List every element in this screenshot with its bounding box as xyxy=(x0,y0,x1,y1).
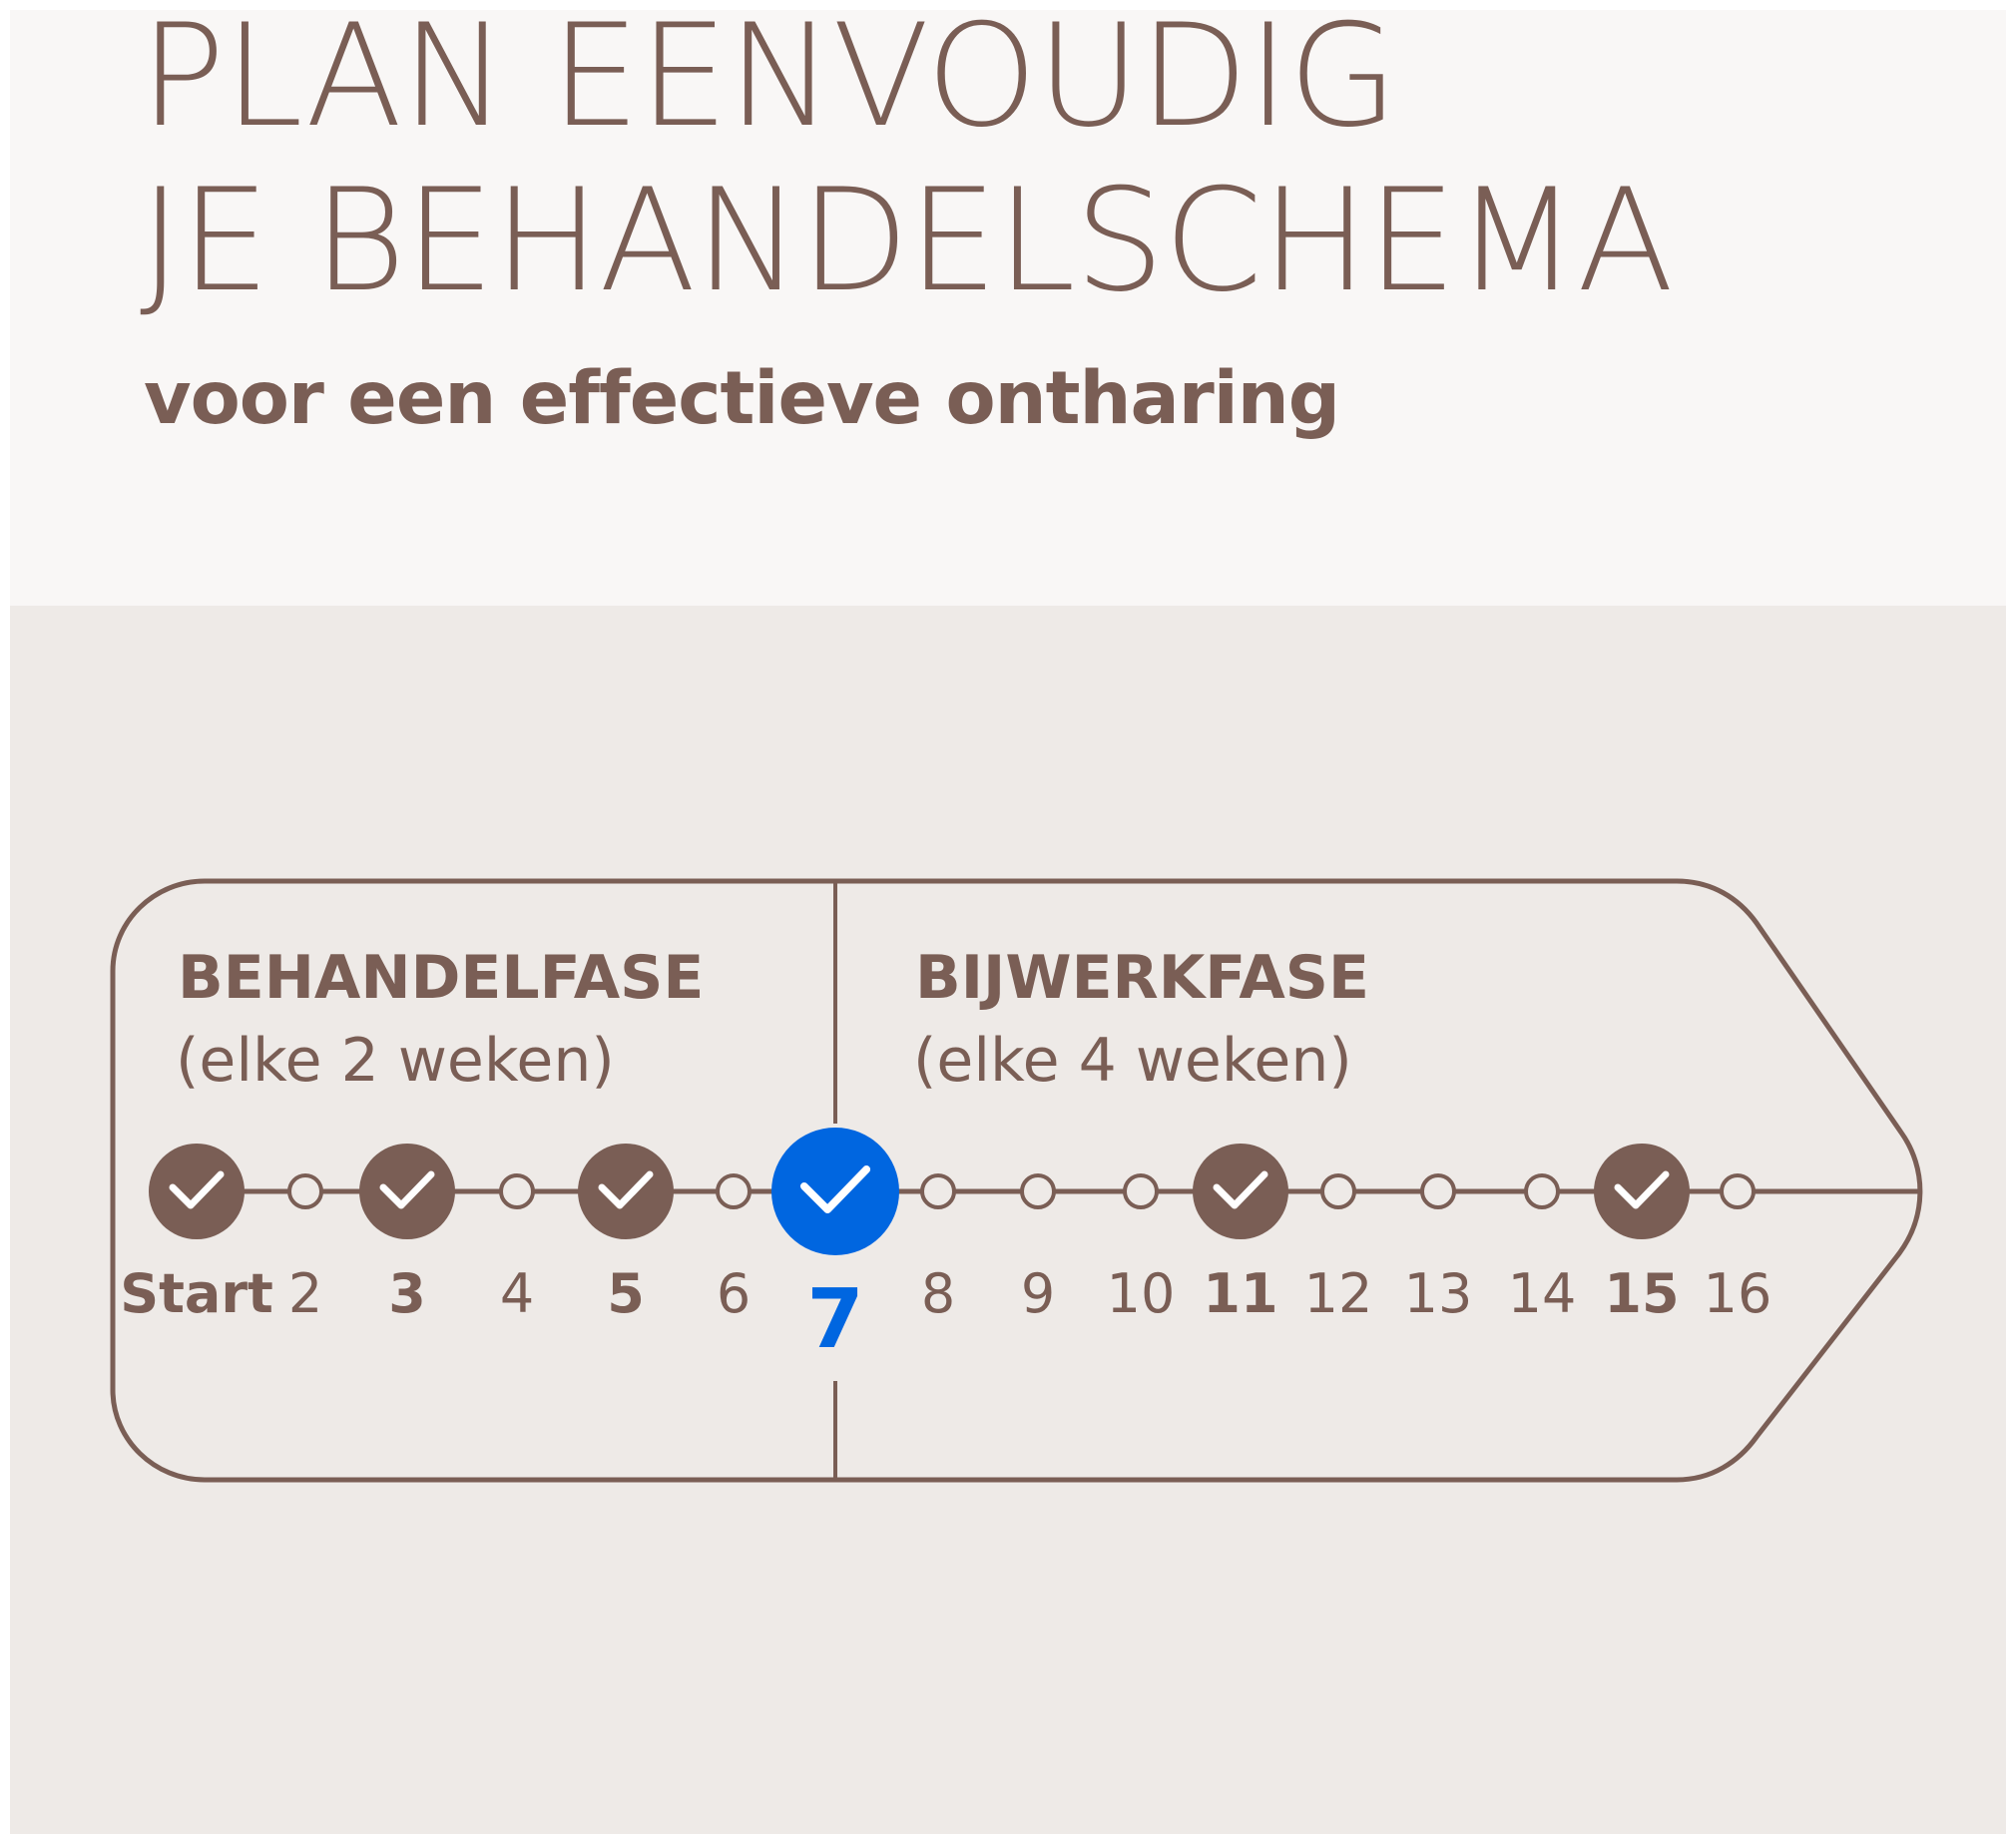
session-marker xyxy=(287,1173,323,1209)
phase-interval-behandelfase: (elke 2 weken) xyxy=(176,1026,615,1096)
session-label: 3 xyxy=(388,1262,426,1325)
session-label: 9 xyxy=(1021,1262,1055,1325)
page-subtitle: voor een effectieve ontharing xyxy=(144,356,1340,441)
header-panel xyxy=(10,10,2006,606)
session-label: 12 xyxy=(1304,1262,1373,1325)
session-label: 6 xyxy=(717,1262,751,1325)
current-session-label: 7 xyxy=(806,1272,863,1367)
current-session-marker xyxy=(771,1128,899,1255)
completed-session-marker xyxy=(578,1144,674,1239)
schedule-frame xyxy=(110,878,1923,1483)
session-label: 15 xyxy=(1604,1262,1679,1325)
session-marker xyxy=(920,1173,956,1209)
completed-session-marker xyxy=(359,1144,455,1239)
check-icon xyxy=(1213,1170,1268,1209)
session-label: 10 xyxy=(1107,1262,1176,1325)
session-marker xyxy=(1720,1173,1756,1209)
session-label: 14 xyxy=(1508,1262,1577,1325)
session-marker xyxy=(1524,1173,1560,1209)
completed-session-marker xyxy=(1193,1144,1288,1239)
phase-label-bijwerkfase: BIJWERKFASE xyxy=(915,943,1369,1013)
check-icon xyxy=(799,1165,871,1214)
session-marker xyxy=(1123,1173,1159,1209)
session-label: 16 xyxy=(1704,1262,1772,1325)
session-label: 8 xyxy=(921,1262,955,1325)
session-marker xyxy=(1020,1173,1056,1209)
check-icon xyxy=(169,1170,225,1209)
session-label: Start xyxy=(120,1262,273,1325)
session-label: 2 xyxy=(288,1262,322,1325)
session-label: 4 xyxy=(500,1262,534,1325)
completed-session-marker xyxy=(1594,1144,1690,1239)
session-marker xyxy=(499,1173,535,1209)
phase-interval-bijwerkfase: (elke 4 weken) xyxy=(913,1026,1352,1096)
session-label: 11 xyxy=(1203,1262,1277,1325)
page-title-line-2: JE BEHANDELSCHEMA xyxy=(140,159,1674,323)
session-marker xyxy=(1320,1173,1356,1209)
phase-label-behandelfase: BEHANDELFASE xyxy=(178,943,704,1013)
check-icon xyxy=(1614,1170,1670,1209)
session-label: 5 xyxy=(607,1262,645,1325)
session-marker xyxy=(1420,1173,1456,1209)
session-marker xyxy=(716,1173,752,1209)
completed-session-marker xyxy=(149,1144,245,1239)
page-title-line-1: PLAN EENVOUDIG xyxy=(140,0,1398,159)
session-label: 13 xyxy=(1404,1262,1473,1325)
check-icon xyxy=(598,1170,654,1209)
check-icon xyxy=(379,1170,435,1209)
